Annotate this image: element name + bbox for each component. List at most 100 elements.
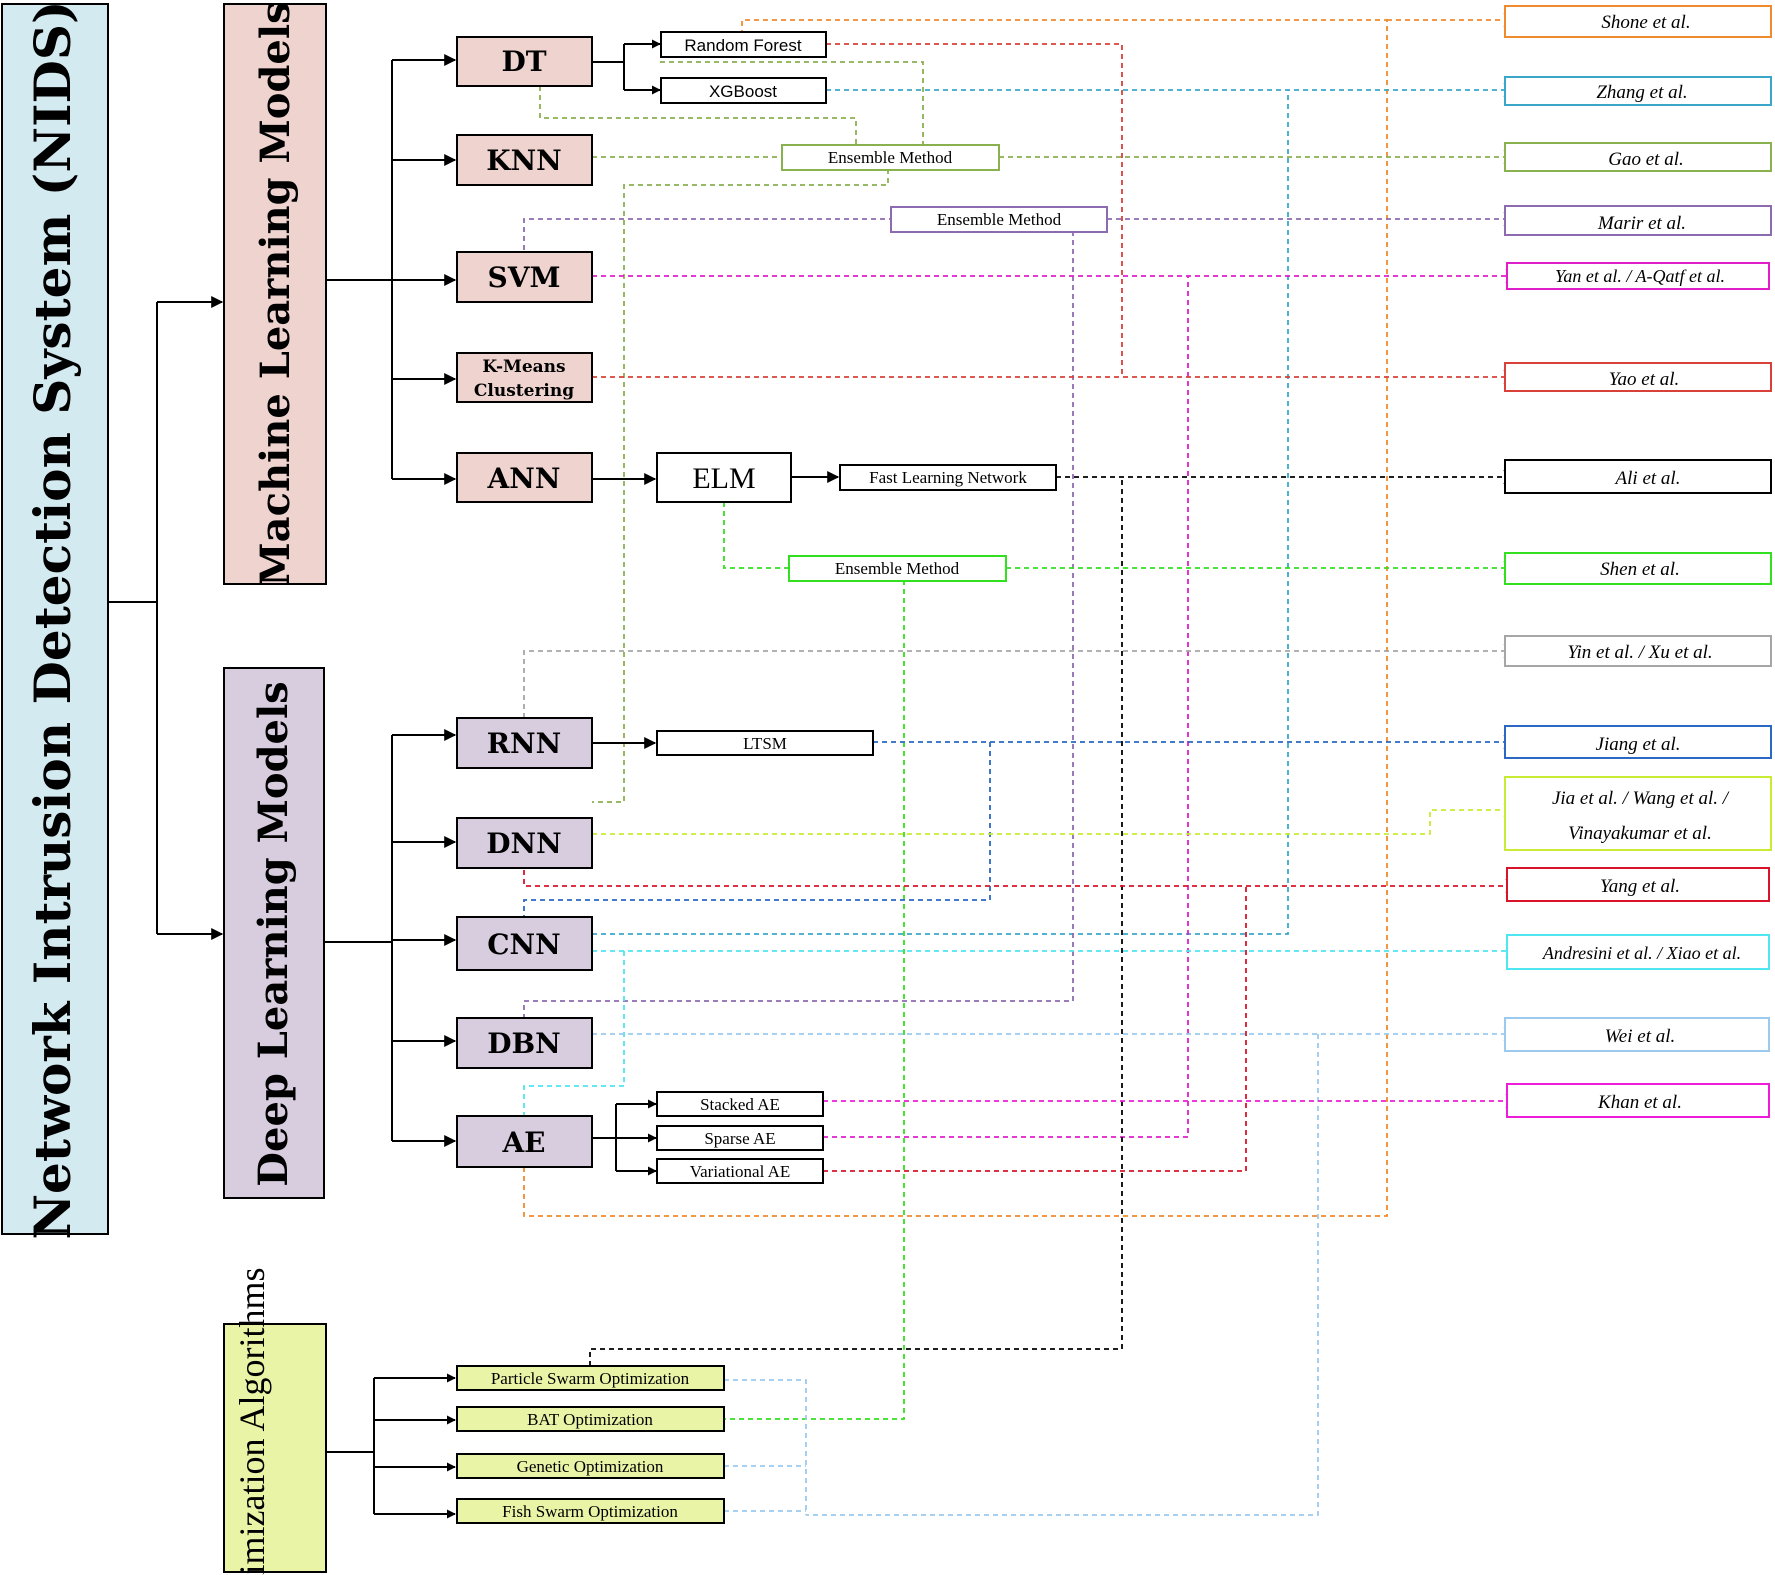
model-rnn: RNN: [456, 717, 593, 769]
citation-marir-label: Marir et al.: [1597, 213, 1686, 234]
method-stacked-ae-label: Stacked AE: [700, 1095, 780, 1114]
method-sparse-ae-label: Sparse AE: [704, 1129, 775, 1148]
citation-jia-label-2: Vinayakumar et al.: [1568, 823, 1712, 844]
citation-yin: Yin et al. / Xu et al.: [1504, 635, 1772, 667]
citation-yan-label: Yan et al. / A-Qatf et al.: [1555, 266, 1725, 286]
model-dt-label: DT: [501, 45, 546, 78]
model-dbn-label: DBN: [487, 1027, 561, 1060]
citation-zhang-label: Zhang et al.: [1596, 82, 1687, 103]
category-opt: Optimization Algorithms: [223, 1268, 327, 1575]
model-ae: AE: [456, 1115, 593, 1168]
link-zhang-cnn: [592, 90, 1289, 935]
model-svm: SVM: [456, 251, 593, 303]
link-yang-vae: [823, 886, 1247, 1172]
method-random-forest-label: Random Forest: [684, 36, 801, 55]
method-ensemble-svm: Ensemble Method: [890, 206, 1108, 233]
optimizer-pso: Particle Swarm Optimization: [456, 1365, 725, 1391]
method-variational-ae-label: Variational AE: [690, 1162, 791, 1181]
citation-ali: Ali et al.: [1504, 459, 1772, 494]
model-kmeans-label-2: Clustering: [474, 381, 574, 401]
optimizer-bat-label: BAT Optimization: [527, 1410, 653, 1429]
optimizer-pso-label: Particle Swarm Optimization: [491, 1369, 690, 1388]
link-yin: [523, 650, 1504, 718]
method-fast-learning-network: Fast Learning Network: [839, 464, 1057, 491]
link-jiang-cnn: [523, 742, 991, 917]
method-xgboost: XGBoost: [660, 77, 827, 104]
citation-zhang: Zhang et al.: [1504, 76, 1772, 106]
category-ml-label: Machine Learning Models: [252, 1, 299, 586]
model-dt: DT: [456, 36, 593, 87]
link-yan-sparse: [823, 276, 1189, 1138]
citation-khan-label: Khan et al.: [1597, 1092, 1682, 1113]
citation-yan: Yan et al. / A-Qatf et al.: [1506, 262, 1770, 290]
hierarchy-connectors: [108, 39, 840, 1519]
link-shone: [523, 19, 1388, 1217]
method-sparse-ae: Sparse AE: [656, 1125, 824, 1151]
model-svm-label: SVM: [488, 261, 561, 294]
method-ensemble-svm-label: Ensemble Method: [937, 210, 1062, 229]
citation-khan: Khan et al.: [1506, 1083, 1770, 1118]
citation-jiang: Jiang et al.: [1504, 725, 1772, 759]
optimizer-bat: BAT Optimization: [456, 1406, 725, 1432]
link-ali-pso: [589, 477, 1123, 1366]
link-shen-elm: [723, 502, 789, 569]
model-ann-label: ANN: [487, 462, 561, 495]
method-ltsm-label: LTSM: [743, 734, 787, 753]
link-wei-opt: [806, 1034, 1319, 1516]
model-kmeans-label-1: K-Means: [482, 357, 565, 377]
optimizer-genetic: Genetic Optimization: [456, 1453, 725, 1479]
category-opt-label: Optimization Algorithms: [232, 1268, 272, 1575]
link-marir-dbn: [523, 231, 1074, 1018]
model-ae-label: AE: [501, 1126, 545, 1159]
method-ensemble-elm: Ensemble Method: [788, 555, 1007, 582]
citation-shone-label: Shone et al.: [1601, 12, 1690, 33]
connector-layer: [523, 12, 1517, 1516]
citation-marir: Marir et al.: [1504, 205, 1772, 236]
method-variational-ae: Variational AE: [656, 1158, 824, 1184]
method-fast-learning-network-label: Fast Learning Network: [869, 468, 1027, 487]
method-elm: ELM: [656, 452, 792, 503]
citation-jia-label-1: Jia et al. / Wang et al. /: [1552, 788, 1730, 809]
citation-wei: Wei et al.: [1504, 1017, 1770, 1052]
model-dnn: DNN: [456, 817, 593, 869]
optimizer-boxes: Particle Swarm Optimization BAT Optimiza…: [456, 1365, 725, 1524]
model-kmeans: K-Means Clustering: [456, 352, 593, 403]
optimizer-genetic-label: Genetic Optimization: [517, 1457, 664, 1476]
link-yao-rf: [826, 43, 1123, 377]
citation-gao: Gao et al.: [1504, 142, 1772, 172]
citation-yang: Yang et al.: [1506, 867, 1770, 902]
model-knn: KNN: [456, 134, 593, 186]
link-shen-bat: [724, 580, 905, 1420]
citation-yang-label: Yang et al.: [1600, 876, 1680, 897]
citation-jiang-label: Jiang et al.: [1596, 734, 1681, 755]
link-yang: [523, 870, 1506, 887]
citation-andresini-label: Andresini et al. / Xiao et al.: [1542, 943, 1741, 963]
method-ltsm: LTSM: [656, 730, 874, 756]
citation-andresini: Andresini et al. / Xiao et al.: [1506, 934, 1770, 970]
citation-gao-label: Gao et al.: [1608, 149, 1683, 170]
model-ann: ANN: [456, 452, 593, 503]
method-xgboost-label: XGBoost: [709, 82, 777, 101]
link-gao-rf: [660, 61, 924, 146]
method-ensemble-elm-label: Ensemble Method: [835, 559, 960, 578]
category-ml: Machine Learning Models: [223, 1, 327, 587]
root-node: Network Intrusion Detection System (NIDS…: [1, 0, 109, 1240]
method-ensemble-knn: Ensemble Method: [781, 144, 1000, 171]
citation-shen-label: Shen et al.: [1600, 559, 1680, 580]
method-stacked-ae: Stacked AE: [656, 1091, 824, 1117]
link-gao-dnn: [592, 169, 889, 803]
citation-ali-label: Ali et al.: [1614, 468, 1681, 489]
citation-boxes: Shone et al. Zhang et al. Gao et al. Mar…: [1504, 5, 1772, 1118]
citation-yao: Yao et al.: [1504, 362, 1772, 392]
model-knn-label: KNN: [486, 144, 562, 177]
method-random-forest: Random Forest: [660, 31, 827, 58]
model-cnn: CNN: [456, 916, 593, 971]
citation-shen: Shen et al.: [1504, 552, 1772, 585]
citation-wei-label: Wei et al.: [1605, 1026, 1676, 1047]
root-label: Network Intrusion Detection System (NIDS…: [23, 0, 82, 1239]
link-wei-pso: [724, 1379, 807, 1515]
link-gao-dt: [539, 86, 857, 146]
category-dl-label: Deep Learning Models: [250, 681, 297, 1186]
model-dbn: DBN: [456, 1017, 593, 1069]
optimizer-fish: Fish Swarm Optimization: [456, 1498, 725, 1524]
